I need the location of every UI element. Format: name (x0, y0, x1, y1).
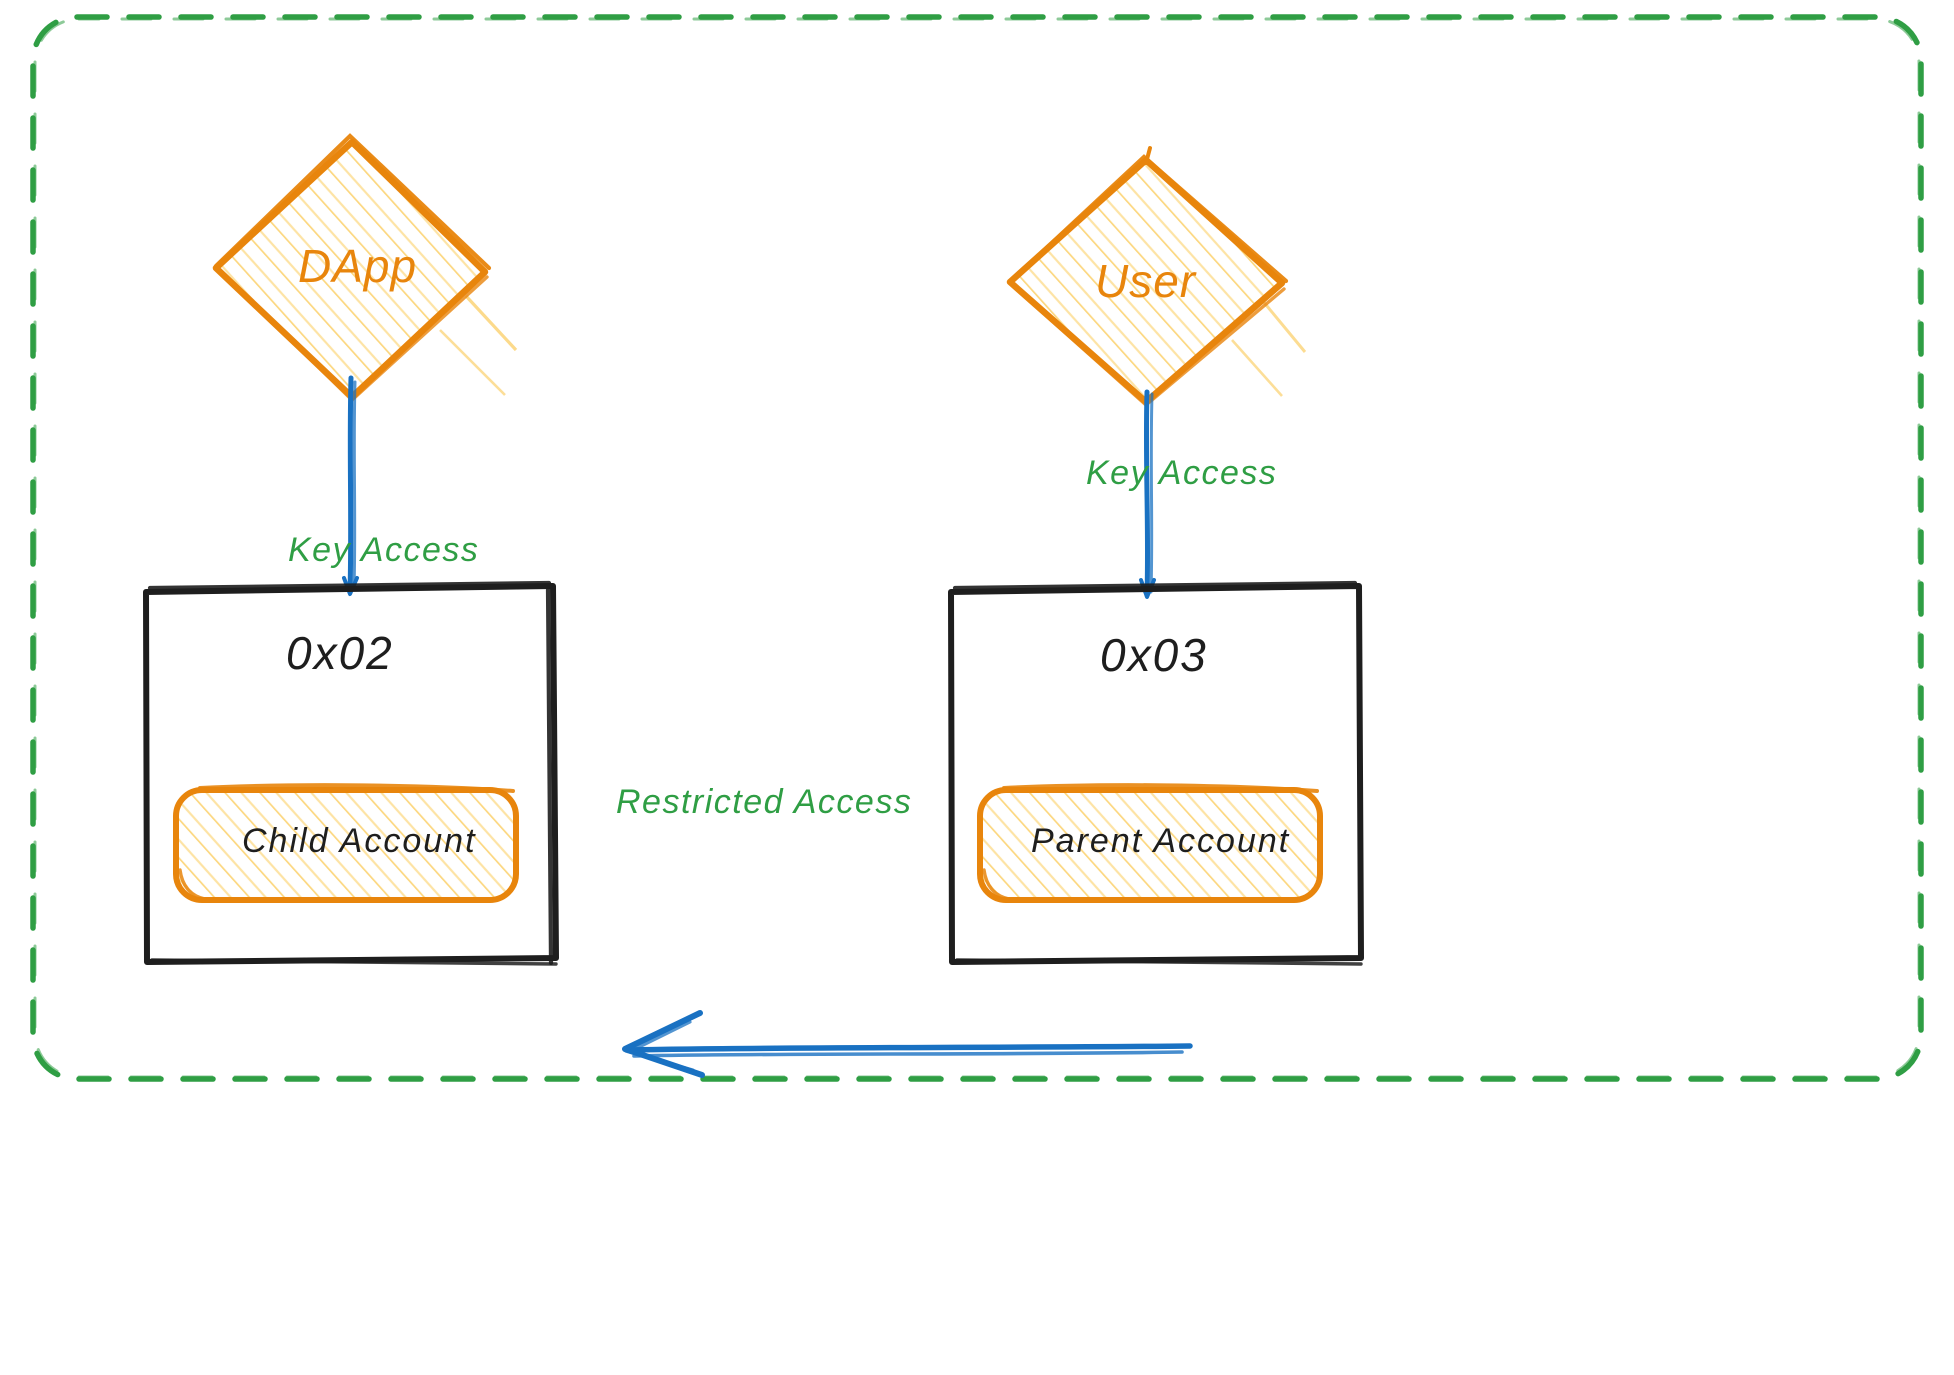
restricted-access-label: Restricted Access (616, 783, 913, 821)
restricted-access-arrow (622, 1010, 1193, 1078)
parent-account-container-box (948, 580, 1364, 966)
child-account-container-box (143, 580, 559, 966)
child-account-shape (173, 783, 519, 903)
parent-account-shape (977, 783, 1323, 903)
key-access-label-left: Key Access (288, 531, 480, 569)
child-account-label: Child Account (242, 822, 477, 860)
parent-box-label: 0x03 (1100, 629, 1208, 681)
child-box-label: 0x02 (286, 627, 394, 679)
user-label: User (1095, 255, 1197, 307)
dapp-label: DApp (298, 240, 418, 292)
key-access-arrow-right (1139, 389, 1156, 599)
key-access-label-right: Key Access (1086, 454, 1278, 492)
parent-account-label: Parent Account (1031, 822, 1291, 860)
outer-dashed-frame (30, 14, 1924, 1082)
key-access-arrow-left (342, 375, 359, 596)
